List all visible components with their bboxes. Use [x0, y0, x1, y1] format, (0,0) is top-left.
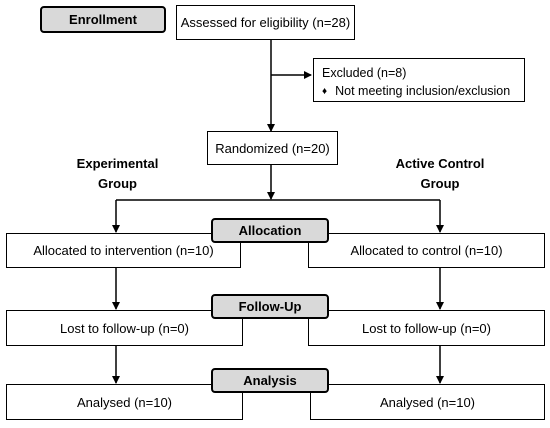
followup-left-label: Lost to follow-up (n=0) [60, 320, 189, 336]
control-group-line1: Active Control [395, 156, 485, 171]
followup-left-box: Lost to follow-up (n=0) [6, 310, 243, 346]
excluded-box: Excluded (n=8) ♦ Not meeting inclusion/ex… [313, 58, 525, 102]
allocated-intervention-label: Allocated to intervention (n=10) [33, 243, 214, 258]
randomized-label: Randomized (n=20) [215, 140, 330, 156]
randomized-box: Randomized (n=20) [207, 131, 338, 165]
analysis-left-box: Analysed (n=10) [6, 384, 243, 420]
analysis-right-box: Analysed (n=10) [310, 384, 545, 420]
allocated-intervention-box: Allocated to intervention (n=10) [6, 233, 241, 268]
diamond-bullet-icon: ♦ [322, 86, 328, 97]
allocated-control-label: Allocated to control (n=10) [350, 243, 503, 258]
excluded-reason-row: ♦ Not meeting inclusion/exclusion [322, 82, 516, 101]
followup-stage-label: Follow-Up [238, 299, 302, 314]
followup-stage: Follow-Up [211, 294, 329, 319]
allocation-label: Allocation [238, 223, 302, 238]
allocation-stage: Allocation [211, 218, 329, 243]
excluded-reason: Not meeting inclusion/exclusion [335, 84, 511, 98]
enrollment-stage: Enrollment [40, 6, 166, 33]
control-group-label: Active Control Group [380, 154, 500, 194]
analysis-stage: Analysis [211, 368, 329, 393]
assessed-label: Assessed for eligibility (n=28) [180, 15, 351, 30]
allocated-control-box: Allocated to control (n=10) [308, 233, 545, 268]
experimental-group-line2: Group [98, 176, 137, 191]
analysis-right-label: Analysed (n=10) [379, 394, 476, 410]
analysis-stage-label: Analysis [243, 373, 297, 388]
followup-right-box: Lost to follow-up (n=0) [308, 310, 545, 346]
analysis-left-label: Analysed (n=10) [76, 394, 173, 410]
assessed-box: Assessed for eligibility (n=28) [176, 5, 355, 40]
control-group-line2: Group [420, 176, 460, 191]
excluded-title: Excluded (n=8) [322, 66, 407, 80]
followup-right-label: Lost to follow-up (n=0) [362, 320, 491, 336]
experimental-group-label: Experimental Group [55, 154, 180, 194]
enrollment-label: Enrollment [69, 12, 137, 27]
experimental-group-line1: Experimental [76, 156, 159, 171]
